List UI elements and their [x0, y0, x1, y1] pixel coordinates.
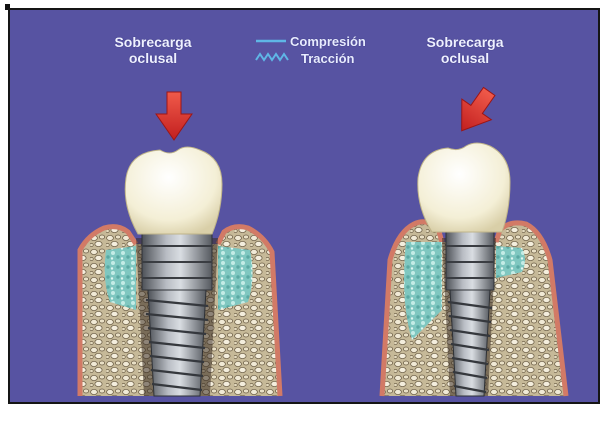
right-crown: [418, 143, 510, 232]
right-implant-group: [382, 81, 566, 396]
left-crown: [125, 147, 222, 234]
implant-illustration: [10, 10, 598, 402]
left-implant-group: [80, 92, 280, 396]
illustration-frame: Sobrecarga oclusal Sobrecarga oclusal Co…: [8, 8, 600, 404]
legend-traction-wave-icon: [256, 54, 288, 60]
left-implant-screw: [142, 232, 212, 396]
right-load-arrow-icon: [447, 81, 504, 141]
left-load-arrow-icon: [156, 92, 192, 140]
left-compression-zone-right: [218, 246, 253, 310]
